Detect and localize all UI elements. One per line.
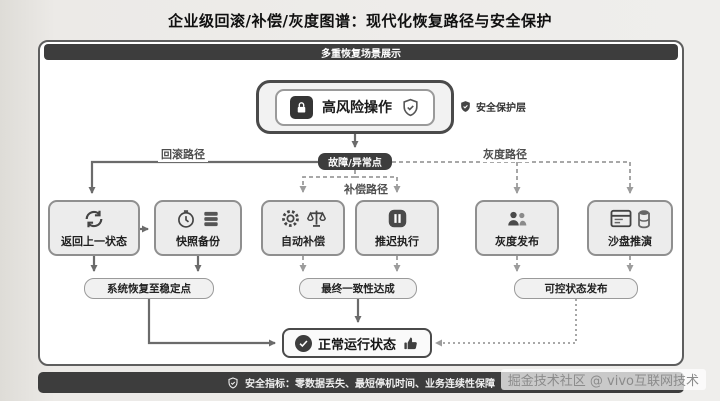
- node-label: 推迟执行: [375, 234, 419, 248]
- scales-icon: [306, 208, 327, 229]
- node-snapshot-backup: 快照备份: [154, 200, 242, 256]
- watermark: 掘金技术社区 @ vivo互联网技术: [500, 369, 706, 390]
- users-icon: [504, 208, 530, 230]
- gray-path-label: 灰度路径: [480, 146, 530, 162]
- footer-text: 安全指标：零数据丢失、最短停机时间、业务连续性保障: [245, 379, 495, 390]
- page-title: 企业级回滚/补偿/灰度图谱：现代化恢复路径与安全保护: [168, 12, 552, 30]
- outcome-stable-point: 系统恢复至稳定点: [84, 278, 214, 299]
- gear-icon: [280, 208, 301, 229]
- node-rollback-state: 返回上一状态: [48, 200, 140, 256]
- outcome-eventual-consistency: 最终一致性达成: [299, 278, 417, 299]
- node-defer-execution: 推迟执行: [355, 200, 439, 256]
- node-auto-compensation: 自动补偿: [261, 200, 345, 256]
- node-gray-release: 灰度发布: [475, 200, 559, 256]
- protection-layer-text: 安全保护层: [476, 103, 526, 114]
- outcome-controlled-release: 可控状态发布: [514, 278, 638, 299]
- shield-icon-footer: [227, 376, 239, 389]
- database-icon: [637, 209, 651, 229]
- node-label: 灰度发布: [495, 234, 539, 248]
- pause-icon: [387, 208, 408, 230]
- sandbox-window-icon: [610, 209, 632, 229]
- node-label: 快照备份: [176, 234, 220, 248]
- server-stack-icon: [201, 209, 221, 229]
- protection-layer-label: 安全保护层: [459, 99, 526, 114]
- lock-icon: [290, 95, 313, 119]
- shield-icon: [459, 100, 472, 113]
- node-sandbox-simulation: 沙盘推演: [587, 200, 673, 256]
- rollback-path-label: 回滚路径: [158, 146, 208, 162]
- clock-icon: [176, 209, 196, 229]
- high-risk-label: 高风险操作: [322, 100, 392, 116]
- scenario-banner: 多重恢复场景展示: [44, 44, 678, 60]
- high-risk-inner: 高风险操作: [275, 88, 435, 126]
- thumbs-up-icon: [402, 335, 419, 352]
- final-state-label: 正常运行状态: [317, 337, 396, 353]
- fault-point-badge: 故障/异常点: [318, 153, 392, 170]
- high-risk-node: 高风险操作: [256, 80, 454, 134]
- shield-check-icon: [401, 98, 420, 117]
- check-icon: [294, 334, 312, 352]
- final-state-node: 正常运行状态: [282, 328, 432, 358]
- compensation-path-label: 补偿路径: [341, 181, 391, 197]
- refresh-icon: [83, 208, 105, 230]
- node-label: 返回上一状态: [61, 234, 127, 248]
- node-label: 自动补偿: [281, 234, 325, 248]
- node-label: 沙盘推演: [608, 234, 652, 248]
